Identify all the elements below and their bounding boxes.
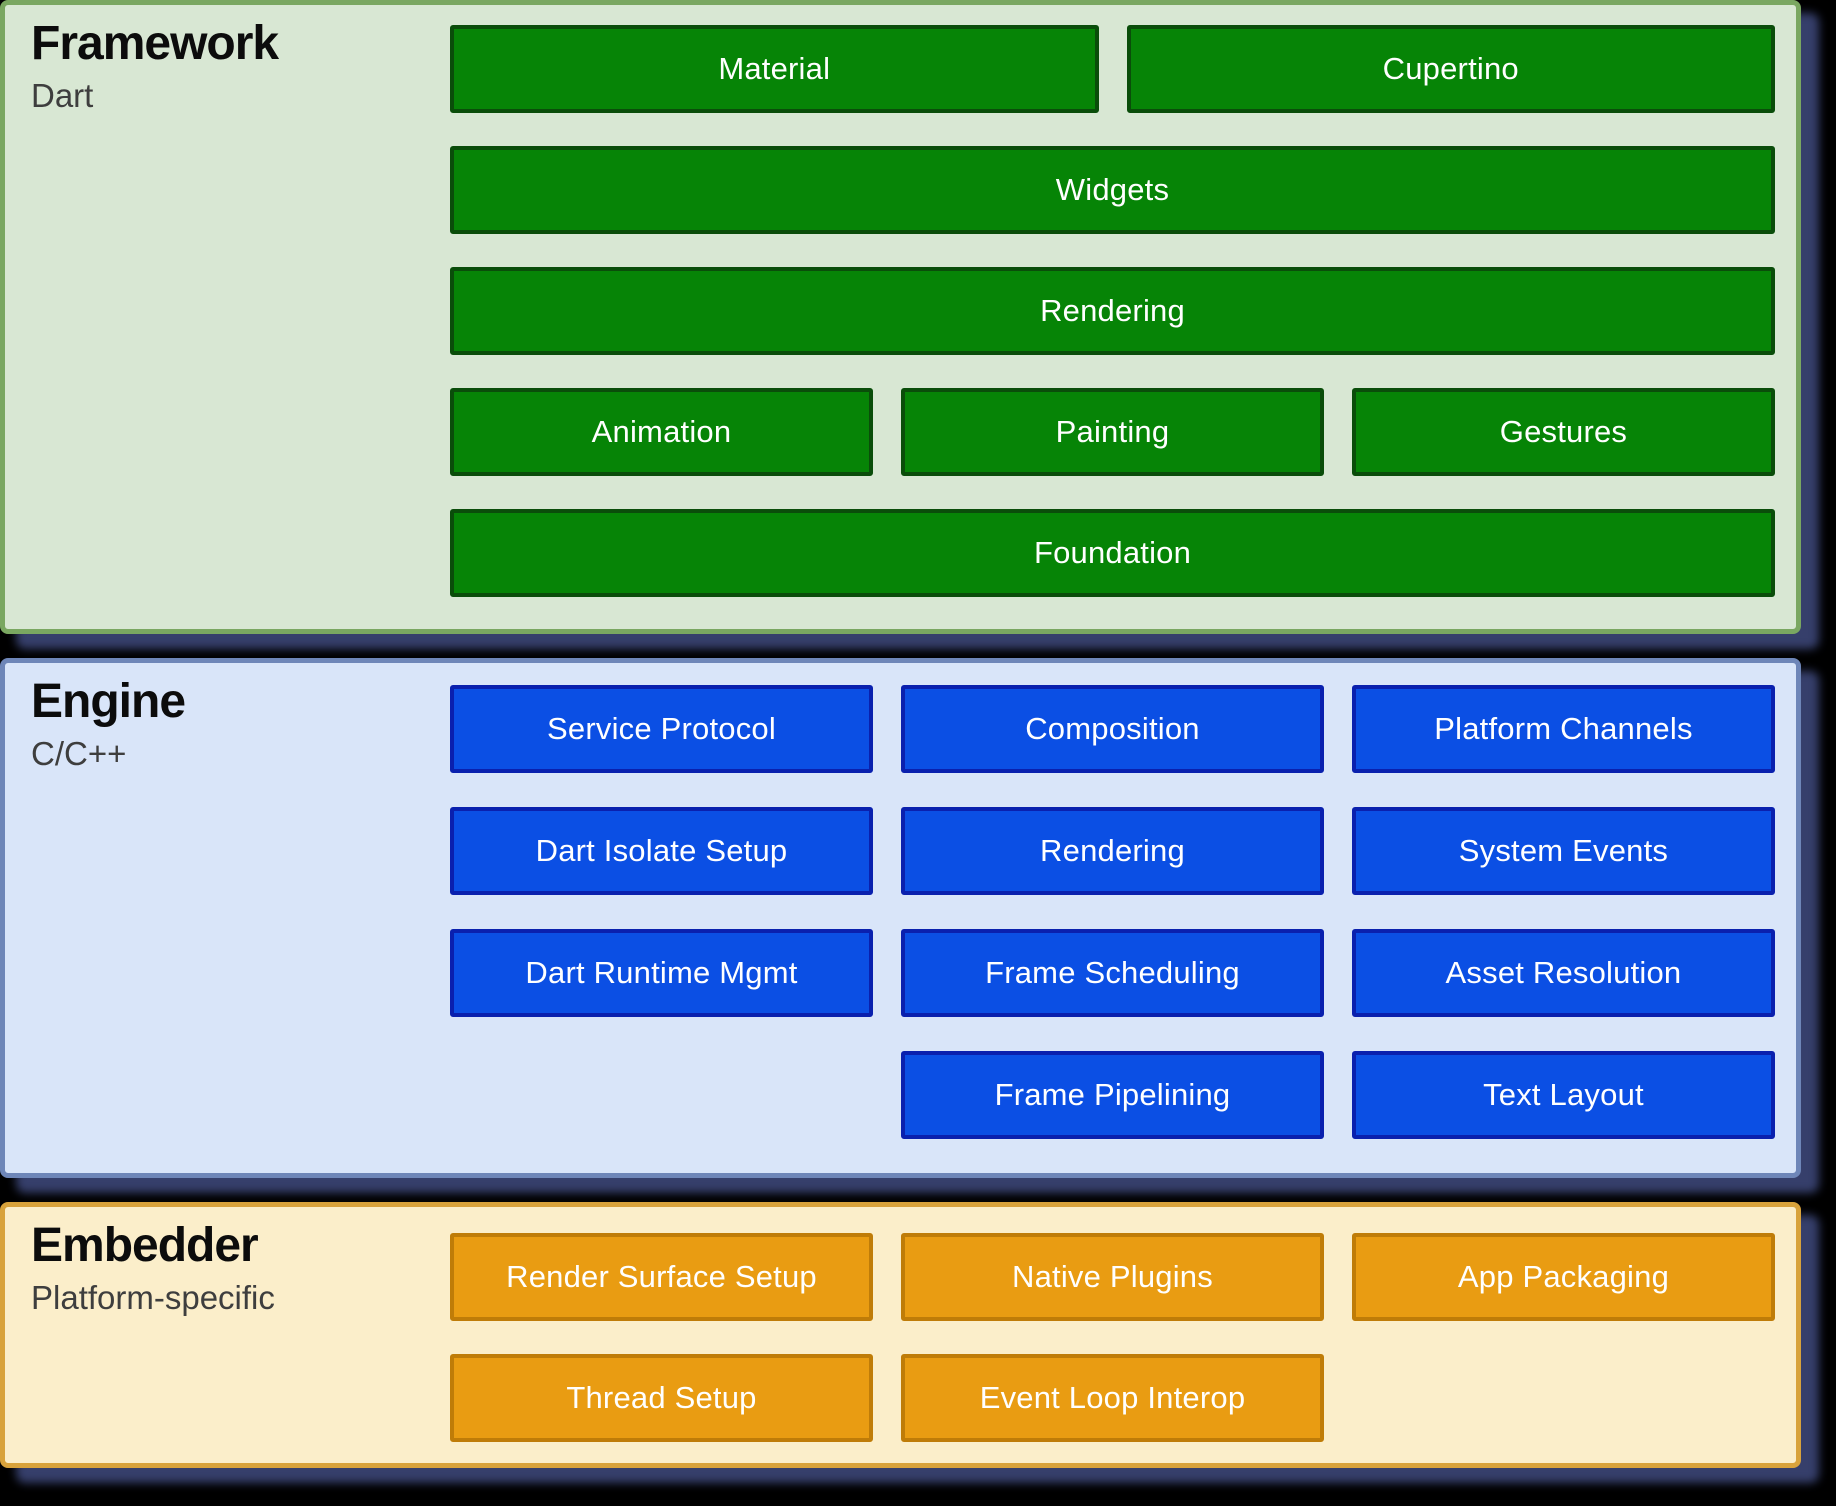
gestures-box: Gestures: [1351, 388, 1775, 476]
engine-box-row: Dart Isolate Setup Rendering System Events: [450, 807, 1775, 895]
embedder-box-row: Thread Setup Event Loop Interop: [450, 1354, 1775, 1442]
native-plugins-box: Native Plugins: [900, 1233, 1324, 1321]
platform-channels-box: Platform Channels: [1351, 685, 1775, 773]
render-surface-setup-box: Render Surface Setup: [450, 1233, 873, 1321]
frame-pipelining-box: Frame Pipelining: [900, 1051, 1324, 1139]
dart-runtime-mgmt-box: Dart Runtime Mgmt: [450, 929, 873, 1017]
frame-scheduling-box: Frame Scheduling: [900, 929, 1324, 1017]
engine-layer-panel: Engine C/C++ Service Protocol Composition…: [0, 658, 1801, 1178]
system-events-box: System Events: [1351, 807, 1775, 895]
composition-box: Composition: [900, 685, 1324, 773]
embedder-label-block: Embedder Platform-specific: [5, 1207, 450, 1463]
widgets-box: Widgets: [450, 146, 1775, 234]
framework-box-row: Rendering: [450, 267, 1775, 355]
service-protocol-box: Service Protocol: [450, 685, 873, 773]
rendering-box: Rendering: [450, 267, 1775, 355]
app-packaging-box: App Packaging: [1351, 1233, 1775, 1321]
framework-title: Framework: [31, 17, 279, 70]
embedder-title: Embedder: [31, 1219, 259, 1272]
embedder-box-row: Render Surface Setup Native Plugins App Pa…: [450, 1233, 1775, 1321]
foundation-box: Foundation: [450, 509, 1775, 597]
rendering-box: Rendering: [900, 807, 1324, 895]
material-box: Material: [450, 25, 1099, 113]
framework-box-row: Foundation: [450, 509, 1775, 597]
thread-setup-box: Thread Setup: [450, 1354, 873, 1442]
framework-box-row: Widgets: [450, 146, 1775, 234]
framework-label-block: Framework Dart: [5, 5, 450, 629]
embedder-layer-panel: Embedder Platform-specific Render Surfac…: [0, 1202, 1801, 1468]
engine-label-block: Engine C/C++: [5, 663, 450, 1173]
animation-box: Animation: [450, 388, 873, 476]
text-layout-box: Text Layout: [1351, 1051, 1775, 1139]
embedder-boxes: Render Surface Setup Native Plugins App Pa…: [450, 1207, 1796, 1463]
event-loop-interop-box: Event Loop Interop: [900, 1354, 1324, 1442]
cupertino-box: Cupertino: [1126, 25, 1775, 113]
engine-subtitle: C/C++: [31, 734, 127, 772]
framework-box-row: Material Cupertino: [450, 25, 1775, 113]
engine-box-row: Service Protocol Composition Platform Chan…: [450, 685, 1775, 773]
engine-box-row: Frame Pipelining Text Layout: [450, 1051, 1775, 1139]
dart-isolate-setup-box: Dart Isolate Setup: [450, 807, 873, 895]
embedder-subtitle: Platform-specific: [31, 1278, 275, 1316]
asset-resolution-box: Asset Resolution: [1351, 929, 1775, 1017]
framework-box-row: Animation Painting Gestures: [450, 388, 1775, 476]
framework-subtitle: Dart: [31, 76, 94, 114]
engine-boxes: Service Protocol Composition Platform Chan…: [450, 663, 1796, 1173]
engine-box-row: Dart Runtime Mgmt Frame Scheduling Asset R…: [450, 929, 1775, 1017]
painting-box: Painting: [900, 388, 1324, 476]
engine-title: Engine: [31, 675, 186, 728]
